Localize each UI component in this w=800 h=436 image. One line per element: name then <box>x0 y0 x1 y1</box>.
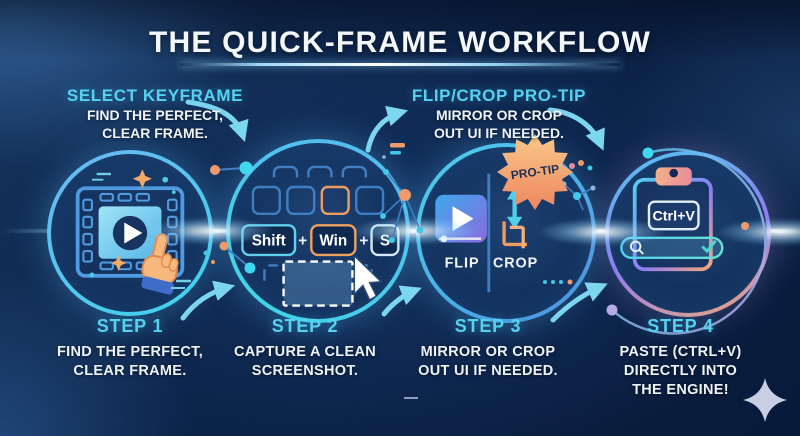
step-line: MIRROR OR CROP <box>420 344 556 360</box>
shift-key: Shift <box>241 224 297 257</box>
plus-sign: + <box>359 232 368 249</box>
step3-icon-circle: FLIP CROP <box>416 143 596 323</box>
callout-select-keyframe: SELECT KEYFRAME FIND THE PERFECT, CLEAR … <box>30 86 280 142</box>
step-line: FIND THE PERFECT, <box>56 344 204 360</box>
step-line: PASTE (CTRL+V) <box>619 344 742 360</box>
page-title: THE QUICK-FRAME WORKFLOW <box>148 26 652 59</box>
step1-label-block: STEP 1 FIND THE PERFECT, CLEAR FRAME. <box>45 316 215 381</box>
win-key: Win <box>310 224 357 257</box>
step-line: THE ENGINE! <box>632 382 729 398</box>
search-bar <box>620 236 724 259</box>
ctrl-v-key: Ctrl+V <box>647 200 700 231</box>
step4-icon-circle: Ctrl+V <box>605 151 771 317</box>
crop-label: CROP <box>493 255 538 271</box>
svg-text:Win: Win <box>319 232 347 249</box>
step-heading: STEP 2 <box>271 316 339 336</box>
flip-arrow-icon <box>506 187 523 230</box>
step-heading: STEP 3 <box>454 316 522 336</box>
step2-icon-circle: Shift + Win + S <box>226 139 410 323</box>
callout-flip-crop: FLIP/CROP PRO-TIP MIRROR OR CROP OUT UI … <box>384 86 614 142</box>
paste-illustration: Ctrl+V <box>620 167 724 272</box>
sparkle-decorations <box>89 169 176 278</box>
svg-text:Shift: Shift <box>252 232 286 249</box>
step-line: DIRECTLY INTO <box>623 363 738 379</box>
step-line: SCREENSHOT. <box>251 363 359 379</box>
callout-line: FIND THE PERFECT, <box>86 107 224 123</box>
step-heading: STEP 1 <box>96 316 164 336</box>
step-line: OUT UI IF NEEDED. <box>418 363 558 379</box>
plus-sign: + <box>298 232 307 249</box>
step4-label-block: STEP 4 PASTE (CTRL+V) DIRECTLY INTO THE … <box>593 316 768 400</box>
keyboard-keys-icon <box>251 165 385 215</box>
video-player-icon <box>435 194 487 243</box>
crop-icon <box>502 221 528 249</box>
keyframe-illustration <box>75 169 185 295</box>
title-underline <box>180 63 620 66</box>
step-line: CLEAR FRAME. <box>73 363 187 379</box>
step-line: CAPTURE A CLEAN <box>234 344 376 360</box>
step1-icon-circle <box>47 150 213 316</box>
step-heading: STEP 4 <box>647 316 714 336</box>
screenshot-shortcut-illustration: Shift + Win + S <box>241 165 400 307</box>
callout-line: CLEAR FRAME. <box>102 125 208 141</box>
svg-text:Ctrl+V: Ctrl+V <box>653 209 696 225</box>
callout-heading: SELECT KEYFRAME <box>66 86 244 105</box>
callout-line: OUT UI IF NEEDED. <box>434 125 564 141</box>
callout-heading: FLIP/CROP PRO-TIP <box>411 86 587 105</box>
svg-text:S: S <box>380 232 390 249</box>
s-key: S <box>370 224 400 257</box>
step3-label-block: STEP 3 MIRROR OR CROP OUT UI IF NEEDED. <box>398 316 578 381</box>
step2-label-block: STEP 2 CAPTURE A CLEAN SCREENSHOT. <box>215 316 395 381</box>
mouse-cursor-icon <box>353 254 383 301</box>
callout-line: MIRROR OR CROP <box>436 107 562 123</box>
flip-crop-illustration: FLIP CROP <box>435 173 538 293</box>
play-button-icon <box>112 215 148 251</box>
flip-label: FLIP <box>445 255 480 271</box>
